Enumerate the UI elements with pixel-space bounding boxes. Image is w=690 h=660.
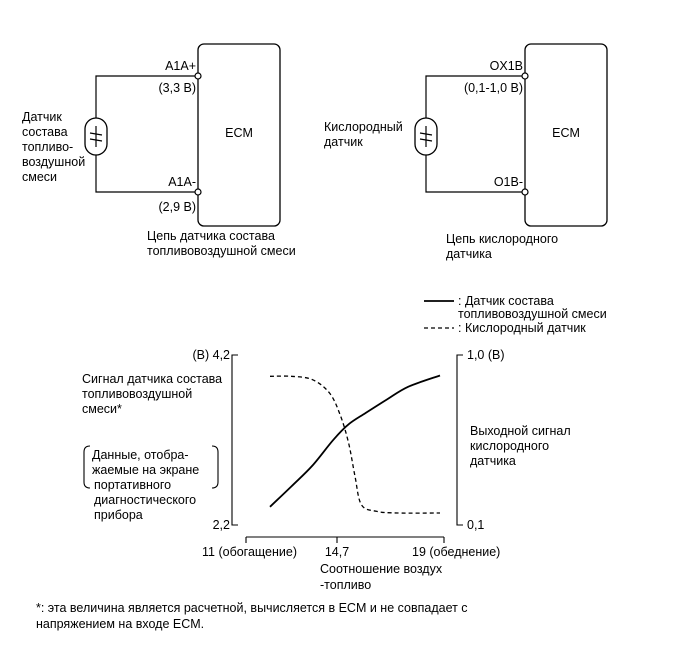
left-pin-bottom-voltage: (2,9 В) <box>158 200 196 214</box>
x-tick-label-lean: 19 (обеднение) <box>412 545 500 559</box>
left-pin-bottom-label: A1A- <box>168 175 196 189</box>
left-ecm-label: ECM <box>225 126 253 140</box>
right-axis-label: Выходной сигнал кислородного датчика <box>470 424 571 468</box>
right-circuit-caption: Цепь кислородного датчика <box>446 232 559 261</box>
legend: : Датчик состава топливовоздушной смеси … <box>424 294 607 335</box>
right-wire-top <box>425 75 525 118</box>
left-wire-top <box>95 75 198 118</box>
x-axis-label-2: -топливо <box>320 578 371 592</box>
left-pin-bottom-dot <box>194 188 202 196</box>
right-sensor-label: Кислородный датчик <box>324 120 403 149</box>
left-axis-bottom-tick: 2,2 <box>213 518 230 532</box>
right-pin-top-voltage: (0,1-1,0 В) <box>464 81 523 95</box>
right-axis-bottom-tick: 0,1 <box>467 518 484 532</box>
x-tick-label-lean-rich: 11 (обогащение) <box>202 545 297 559</box>
right-circuit: ECM OX1B (0,1-1,0 В) O1B- <box>414 43 608 227</box>
series-o2-sensor-line <box>269 375 441 514</box>
right-pin-top-dot <box>521 72 529 80</box>
left-pin-top-voltage: (3,3 В) <box>158 81 196 95</box>
left-axis-top-tick: (В) 4,2 <box>192 348 230 362</box>
x-axis-label-1: Соотношение воздух <box>320 562 443 576</box>
left-circuit: ECM A1A+ (3,3 В) A1A- (2,9 В) <box>84 43 281 227</box>
right-wire-bottom <box>425 155 525 193</box>
right-pin-bottom-dot <box>521 188 529 196</box>
right-ecm-box <box>524 43 608 227</box>
footnote: *: эта величина является расчетной, вычи… <box>36 601 468 631</box>
right-axis-top-tick: 1,0 (В) <box>467 348 505 362</box>
right-pin-bottom-label: O1B- <box>494 175 523 189</box>
right-pin-top-label: OX1B <box>490 59 523 73</box>
left-ecm-box <box>197 43 281 227</box>
chart: (В) 4,2 2,2 1,0 (В) 0,1 11 (обогащение) … <box>192 348 504 592</box>
left-sensor-label: Датчик состава топливо- воздушной смеси <box>22 110 86 184</box>
legend-solid-label: : Датчик состава <box>458 294 554 308</box>
x-tick-label-stoich: 14,7 <box>325 545 349 559</box>
series-af-sensor-line <box>269 374 441 508</box>
left-pin-top-dot <box>194 72 202 80</box>
legend-solid-label-2: топливовоздушной смеси <box>458 307 607 321</box>
display-data-note: Данные, отобра- жаемые на экране портати… <box>92 448 200 522</box>
left-pin-top-label: A1A+ <box>165 59 196 73</box>
right-ecm-label: ECM <box>552 126 580 140</box>
right-axis <box>456 354 463 526</box>
left-axis <box>231 354 238 526</box>
left-axis-label: Сигнал датчика состава топливовоздушной … <box>82 372 223 416</box>
note-bracket <box>83 445 219 489</box>
legend-dashed-label: : Кислородный датчик <box>458 321 586 335</box>
left-wire-bottom <box>95 155 198 193</box>
left-circuit-caption: Цепь датчика состава топливовоздушной см… <box>147 229 296 258</box>
